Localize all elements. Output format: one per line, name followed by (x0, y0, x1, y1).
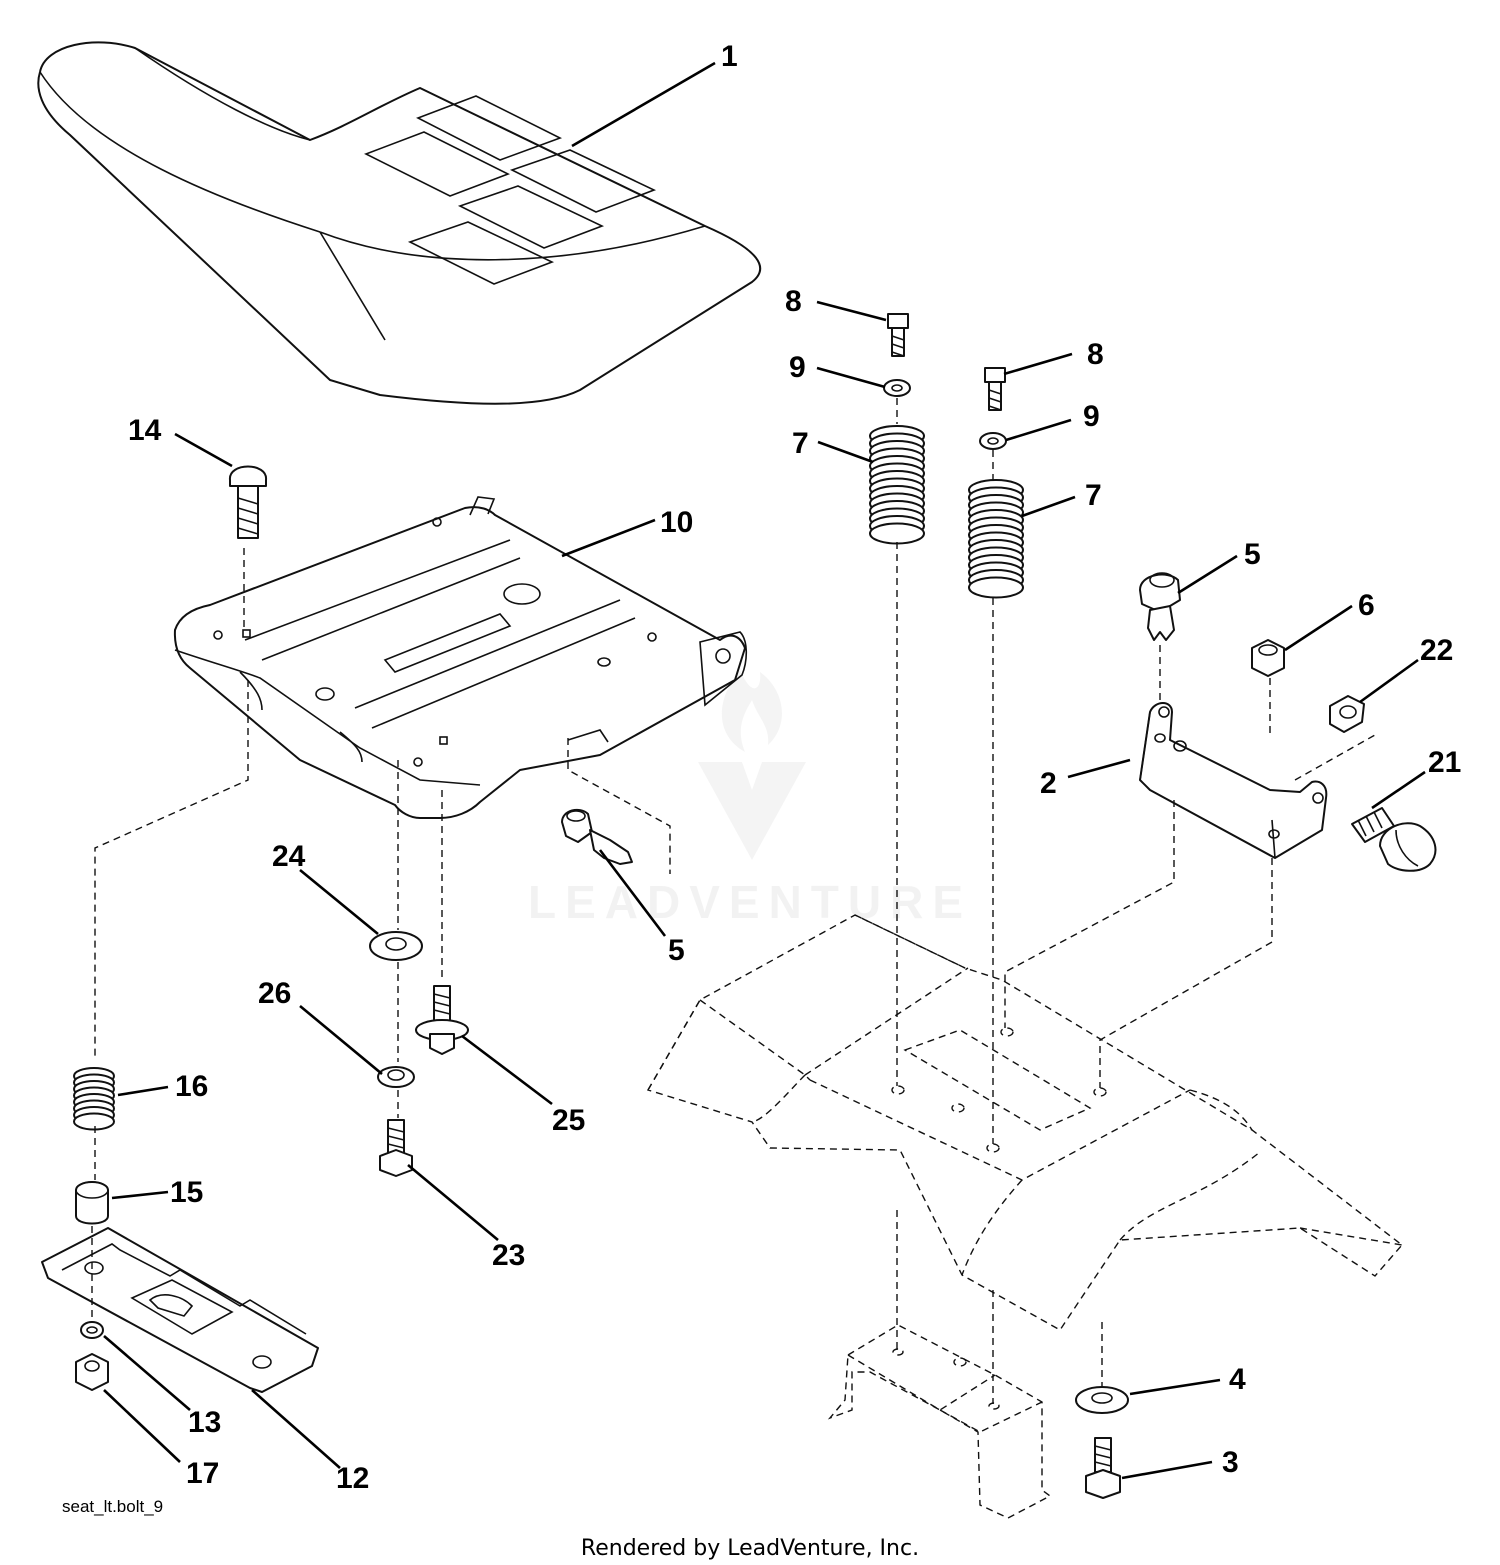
callout-23: 23 (492, 1239, 525, 1272)
watermark-text: LEADVENTURE (528, 876, 972, 928)
flange-bolt-21 (1351, 807, 1437, 872)
callout-7-left: 7 (792, 427, 809, 460)
washer-9-left (883, 379, 911, 397)
callout-7-right: 7 (1085, 479, 1102, 512)
spring-coil (869, 522, 925, 545)
callout-5-lower: 5 (668, 934, 685, 967)
tractor-frame-outline (646, 914, 1404, 1331)
callout-26: 26 (258, 977, 291, 1010)
footer-credit: Rendered by LeadVenture, Inc. (581, 1536, 919, 1561)
callout-12: 12 (336, 1462, 369, 1495)
spring-16 (73, 1067, 115, 1131)
callout-13: 13 (188, 1406, 221, 1439)
callout-8-right: 8 (1087, 338, 1104, 371)
bolt-3 (1085, 1437, 1121, 1499)
callout-8-left: 8 (785, 285, 802, 318)
nut-13 (80, 1321, 104, 1339)
callout-4: 4 (1229, 1363, 1246, 1396)
seat-cushion (37, 41, 762, 405)
bracket-2 (1139, 702, 1328, 859)
callout-9-right: 9 (1083, 400, 1100, 433)
callout-5-upper: 5 (1244, 538, 1261, 571)
bolt-8-left (887, 313, 909, 357)
callout-21: 21 (1428, 746, 1461, 779)
callout-9-left: 9 (789, 351, 806, 384)
callout-6: 6 (1358, 589, 1375, 622)
washer-9-right (979, 432, 1007, 450)
callout-10: 10 (660, 506, 693, 539)
flange-nut-17 (75, 1353, 109, 1391)
spacer-15 (75, 1181, 109, 1225)
spring-7-left (869, 425, 925, 545)
drawing-code: seat_lt.bolt_9 (62, 1497, 163, 1516)
callout-14: 14 (128, 414, 162, 447)
lock-nut-6 (1251, 639, 1285, 677)
screw-23 (379, 1119, 413, 1177)
seat-support-outline (827, 1324, 1052, 1519)
spring-coil (968, 576, 1024, 599)
callout-15: 15 (170, 1176, 203, 1209)
leader-lines (103, 61, 1426, 1480)
clip-5-lower (561, 808, 633, 865)
carriage-bolt-14 (229, 465, 267, 539)
callout-24: 24 (272, 840, 306, 873)
callout-1: 1 (721, 40, 738, 73)
callout-25: 25 (552, 1104, 585, 1137)
callout-17: 17 (186, 1457, 219, 1490)
seat-pan (173, 496, 748, 819)
callout-22: 22 (1420, 634, 1453, 667)
assembly-lines (91, 398, 1376, 1404)
lock-washer-26 (377, 1066, 415, 1088)
spring-7-right (968, 479, 1024, 599)
spring-coil (73, 1112, 115, 1131)
flange-bolt-25 (415, 985, 469, 1055)
watermark-logo: LEADVENTURE (528, 670, 972, 928)
nut-22 (1329, 695, 1365, 733)
callout-16: 16 (175, 1070, 208, 1103)
washer-4 (1075, 1386, 1129, 1414)
callout-labels: 1 8 8 9 9 7 7 14 10 5 5 6 22 2 21 24 26 … (128, 40, 1461, 1495)
callout-3: 3 (1222, 1446, 1239, 1479)
washer-24 (369, 931, 423, 961)
mounting-plate-12 (41, 1227, 319, 1393)
callout-2: 2 (1040, 767, 1057, 800)
bolt-8-right (984, 367, 1006, 411)
clip-5-upper (1139, 572, 1181, 641)
